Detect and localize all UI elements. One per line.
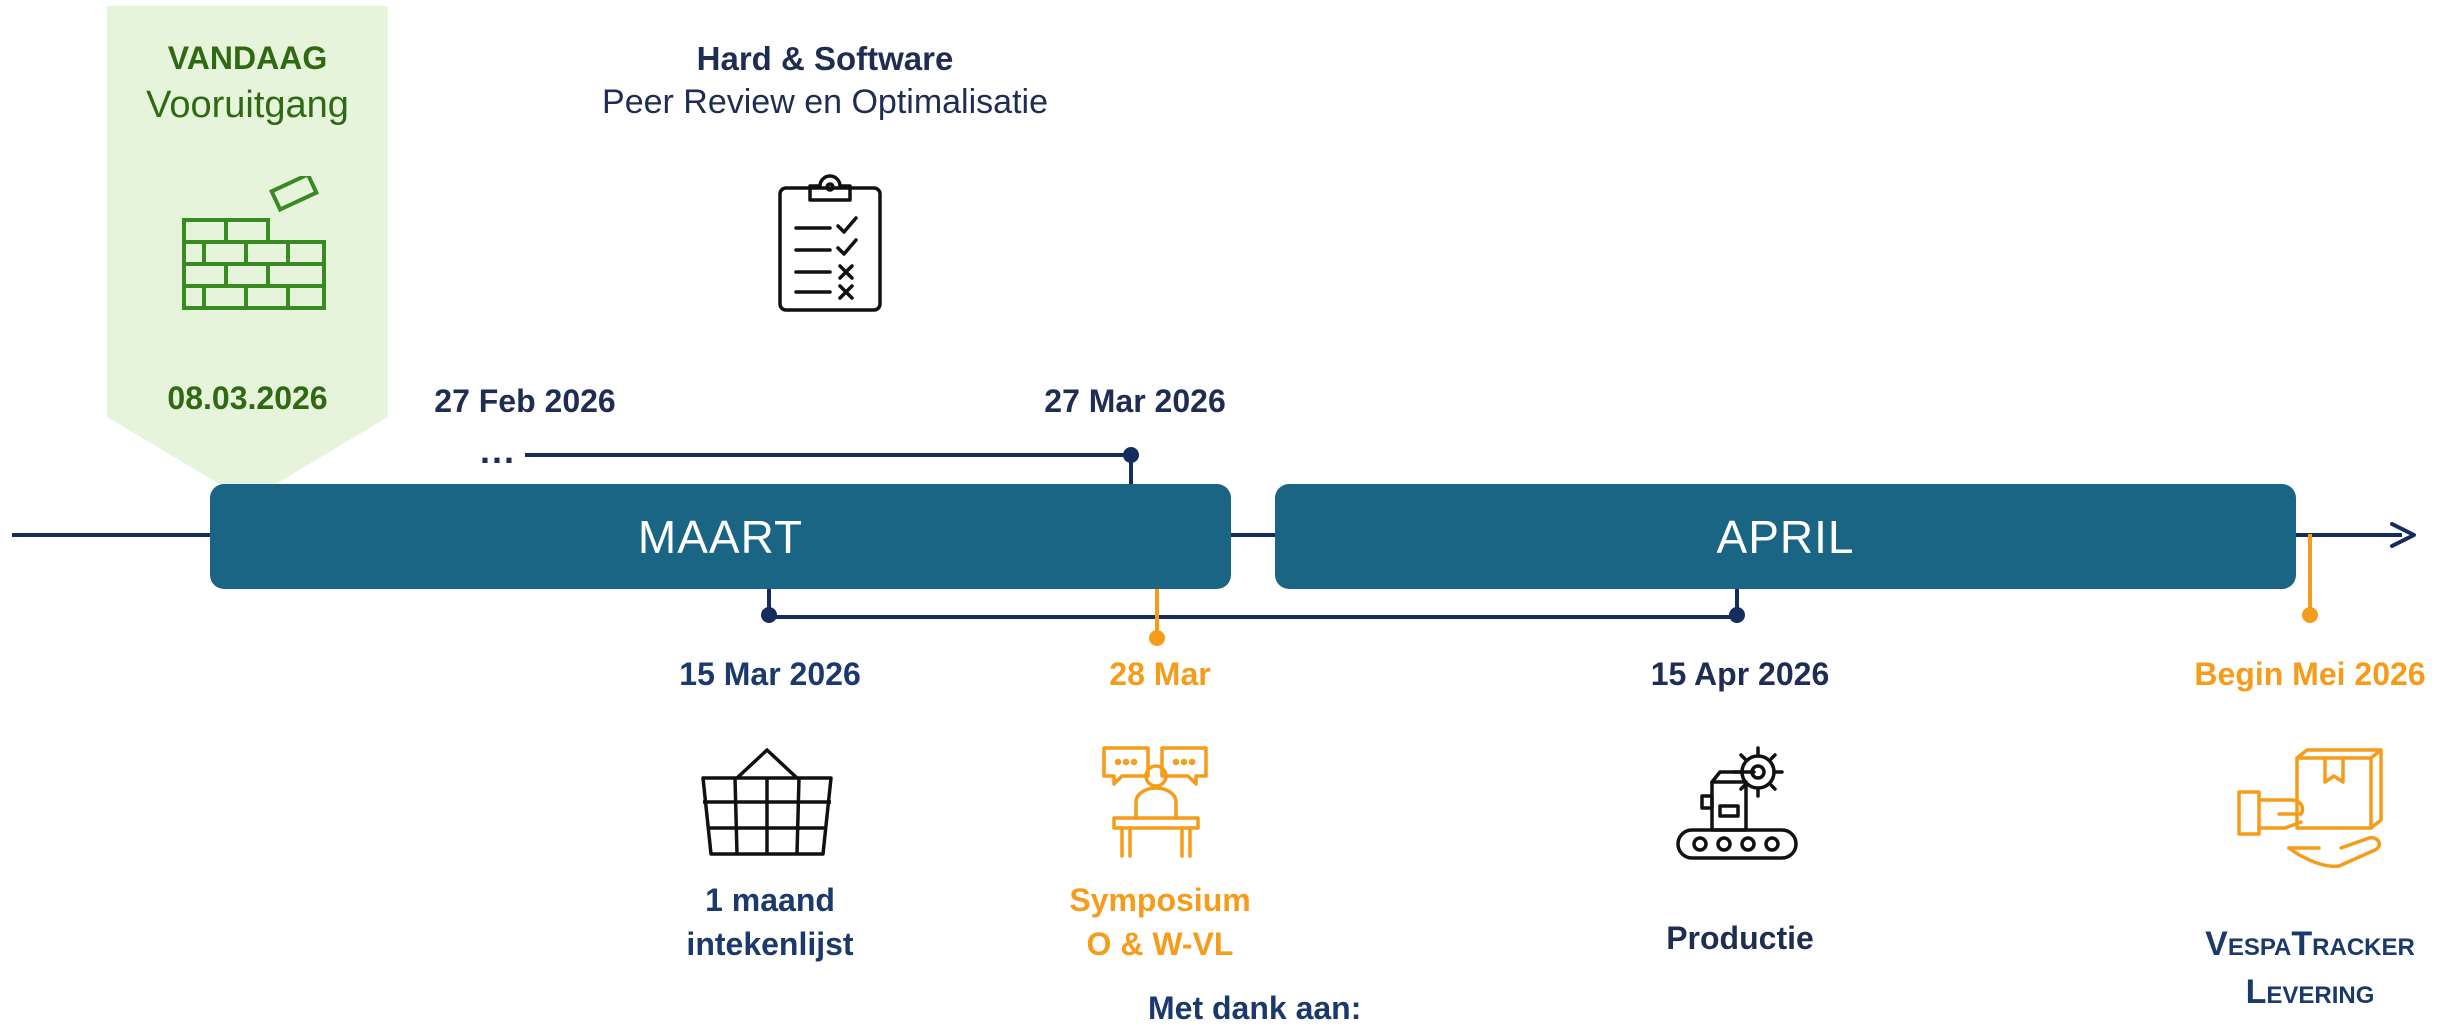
connector-15-mar (767, 589, 771, 617)
milestone-date-28-mar: 28 Mar (1109, 656, 1211, 692)
today-heading: VANDAAG (167, 40, 328, 76)
milestone-label-28-mar-line1: Symposium (1069, 882, 1251, 918)
milestone-label-15-apr: Productie (1666, 920, 1814, 956)
month-bar-maart: MAART (210, 484, 1231, 589)
milestone-date-begin-mei: Begin Mei 2026 (2194, 656, 2426, 692)
month-label-april: APRIL (1716, 510, 1855, 563)
bottom-range-line (767, 615, 1739, 619)
timeline-arrow-icon (2390, 522, 2416, 548)
milestone-label-begin-mei-line1: VespaTracker (2205, 925, 2415, 963)
dot-28-mar (1149, 630, 1165, 646)
month-label-maart: MAART (637, 510, 804, 563)
brick-wall-icon (182, 176, 326, 310)
connector-begin-mei (2308, 534, 2312, 614)
clipboard-checklist-icon (778, 174, 882, 312)
milestone-date-15-apr: 15 Apr 2026 (1650, 656, 1830, 692)
connector-28-mar (1155, 589, 1159, 634)
milestone-label-15-mar-line2: intekenlijst (686, 926, 854, 962)
hand-package-icon (2237, 748, 2383, 869)
milestone-label-28-mar-line2: O & W-VL (1086, 926, 1234, 962)
month-bar-april: APRIL (1275, 484, 2296, 589)
dot-15-apr (1729, 607, 1745, 623)
today-date: 08.03.2026 (167, 380, 328, 416)
milestone-top-end-date: 27 Mar 2026 (1044, 383, 1226, 419)
milestone-top-start-date: 27 Feb 2026 (434, 383, 616, 419)
connector-15-apr (1735, 589, 1739, 617)
today-subheading: Vooruitgang (146, 84, 349, 126)
milestone-label-15-mar-line1: 1 maand (705, 882, 835, 918)
dot-15-mar (761, 607, 777, 623)
conveyor-production-icon (1676, 746, 1798, 860)
milestone-label-begin-mei-line2: Levering (2245, 973, 2375, 1011)
shopping-basket-icon (701, 748, 833, 856)
milestone-top-title: Hard & Software (696, 40, 954, 77)
milestone-top-subtitle: Peer Review en Optimalisatie (602, 83, 1048, 121)
dot-begin-mei (2302, 607, 2318, 623)
milestone-top-ellipsis: ... (480, 430, 517, 471)
footer-thanks-partial: Met dank aan: (1148, 990, 1362, 1026)
milestone-date-15-mar: 15 Mar 2026 (679, 656, 861, 692)
presentation-speaker-icon (1102, 746, 1208, 858)
top-range-line (525, 453, 1133, 457)
